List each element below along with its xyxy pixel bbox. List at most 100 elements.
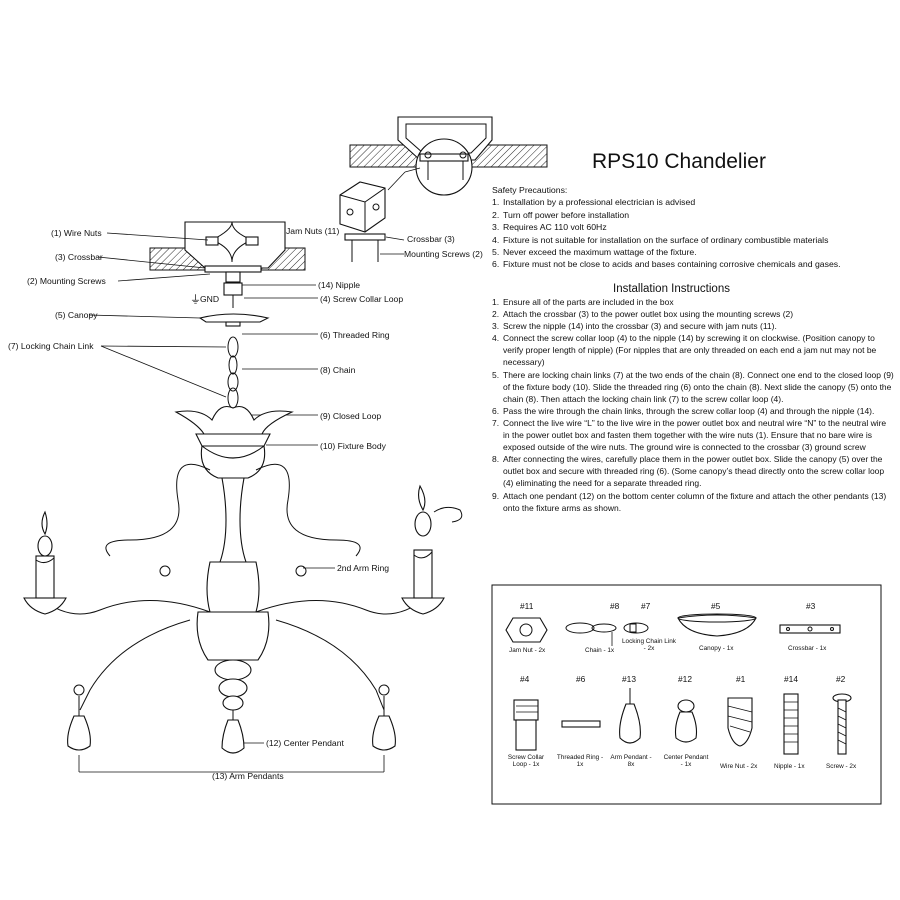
installation-step: 5.There are locking chain links (7) at t… <box>492 369 894 405</box>
safety-item-number: 4. <box>492 234 500 245</box>
installation-step-text: Attach the crossbar (3) to the power out… <box>503 309 794 320</box>
part-label-screw-collar-loop: Screw Collar Loop - 1x <box>507 754 545 768</box>
page-title: RPS10 Chandelier <box>592 150 766 173</box>
part-num-5: #5 <box>711 601 721 611</box>
ceiling-mount-detail: ⏚ GND <box>149 221 306 327</box>
ground-symbol-icon: ⏚ <box>190 293 201 306</box>
safety-item-text: Fixture must not be close to acids and b… <box>503 259 841 270</box>
installation-step-number: 3. <box>492 321 500 332</box>
callout-arm-pendants: (13) Arm Pendants <box>212 771 284 781</box>
safety-item-number: 2. <box>492 209 500 220</box>
installation-step-number: 6. <box>492 405 500 416</box>
wire-nut-icon <box>727 697 753 747</box>
nipple-icon <box>783 693 799 755</box>
chain-icon <box>565 622 617 646</box>
installation-step-number: 9. <box>492 490 500 501</box>
part-num-7: #7 <box>641 601 651 611</box>
installation-step-number: 8. <box>492 454 500 465</box>
screw-collar-loop-icon <box>513 699 539 751</box>
callout-screw-collar-loop: (4) Screw Collar Loop <box>320 294 403 304</box>
part-label-center-pendant: Center Pendant - 1x <box>663 754 709 768</box>
center-pendant-icon <box>674 699 698 743</box>
callout-center-pendant: (12) Center Pendant <box>266 738 344 748</box>
part-num-8: #8 <box>610 601 620 611</box>
callout-chain: (8) Chain <box>320 365 356 375</box>
parts-labels: #11 Jam Nut - 2x #8 Chain - 1x #7 Lockin… <box>507 601 857 770</box>
part-num-12: #12 <box>678 674 692 684</box>
callout-closed-loop: (9) Closed Loop <box>320 411 381 421</box>
installation-step-text: Attach one pendant (12) on the bottom ce… <box>503 490 887 513</box>
callout-crossbar-left: (3) Crossbar <box>55 252 103 262</box>
left-callouts: (1) Wire Nuts (3) Crossbar (2) Mounting … <box>8 228 227 398</box>
installation-step: 2.Attach the crossbar (3) to the power o… <box>492 308 894 320</box>
safety-heading: Safety Precautions: <box>492 185 568 195</box>
part-num-13: #13 <box>622 674 636 684</box>
installation-steps: 1.Ensure all of the parts are included i… <box>492 296 894 514</box>
safety-item-text: Never exceed the maximum wattage of the … <box>503 247 697 258</box>
safety-item-number: 1. <box>492 197 500 208</box>
part-num-6: #6 <box>576 674 586 684</box>
installation-step: 8.After connecting the wires, carefully … <box>492 453 894 489</box>
outlet-box-detail: Crossbar (3) Mounting Screws (2) <box>339 116 548 262</box>
installation-step-number: 1. <box>492 297 500 307</box>
installation-instructions: 1.Ensure all of the parts are included i… <box>492 296 894 514</box>
part-label-wire-nut: Wire Nut - 2x <box>720 763 758 770</box>
installation-step-number: 7. <box>492 417 500 428</box>
installation-step: 6.Pass the wire through the chain links,… <box>492 405 894 417</box>
callout-fixture-body: (10) Fixture Body <box>320 441 387 451</box>
gnd-label: GND <box>200 294 219 304</box>
locking-chain-link-icon <box>623 622 649 634</box>
part-label-canopy: Canopy - 1x <box>699 645 734 652</box>
callout-locking-chain-link: (7) Locking Chain Link <box>8 341 94 351</box>
part-num-1: #1 <box>736 674 746 684</box>
part-label-jam-nut: Jam Nut - 2x <box>509 647 546 654</box>
safety-item: 1.Installation by a professional electri… <box>492 196 892 208</box>
part-label-arm-pendant: Arm Pendant - 8x <box>610 754 652 768</box>
callout-mounting-screws-right: Mounting Screws (2) <box>404 249 483 259</box>
part-num-14: #14 <box>784 674 798 684</box>
installation-step-number: 5. <box>492 369 500 380</box>
safety-item: 5.Never exceed the maximum wattage of th… <box>492 246 892 258</box>
safety-item-number: 6. <box>492 259 500 270</box>
installation-step-text: Ensure all of the parts are included in … <box>503 297 674 307</box>
installation-step-text: Connect the live wire “L” to the live wi… <box>503 417 887 453</box>
installation-step: 7.Connect the live wire “L” to the live … <box>492 417 894 453</box>
installation-step-text: There are locking chain links (7) at the… <box>503 369 894 404</box>
safety-item-text: Turn off power before installation <box>503 209 630 220</box>
safety-item: 6.Fixture must not be close to acids and… <box>492 258 892 270</box>
right-callouts: Jam Nuts (11) (14) Nipple (4) Screw Coll… <box>78 226 403 781</box>
part-num-11: #11 <box>520 601 534 611</box>
installation-step-text: Connect the screw collar loop (4) to the… <box>503 333 877 368</box>
installation-heading: Installation Instructions <box>613 283 730 295</box>
safety-item-number: 3. <box>492 222 500 233</box>
parts-box: #11 Jam Nut - 2x #8 Chain - 1x #7 Lockin… <box>491 584 882 805</box>
part-num-3: #3 <box>806 601 816 611</box>
callout-wire-nuts: (1) Wire Nuts <box>51 228 102 238</box>
installation-step: 1.Ensure all of the parts are included i… <box>492 296 894 308</box>
safety-precautions: Safety Precautions: 1.Installation by a … <box>492 184 892 271</box>
safety-item: 4.Fixture is not suitable for installati… <box>492 234 892 246</box>
safety-item-number: 5. <box>492 247 500 258</box>
part-num-4: #4 <box>520 674 530 684</box>
part-num-2: #2 <box>836 674 846 684</box>
chandelier <box>23 336 463 754</box>
screw-icon <box>832 693 852 755</box>
installation-step-text: Pass the wire through the chain links, t… <box>503 405 875 416</box>
safety-item: 3.Requires AC 110 volt 60Hz <box>492 221 892 233</box>
installation-step: 3.Screw the nipple (14) into the crossba… <box>492 320 894 332</box>
callout-jam-nuts: Jam Nuts (11) <box>286 226 339 236</box>
callout-canopy: (5) Canopy <box>55 310 98 320</box>
installation-step: 4.Connect the screw collar loop (4) to t… <box>492 332 894 368</box>
threaded-ring-icon <box>561 720 601 728</box>
part-label-nipple: Nipple - 1x <box>774 763 805 770</box>
part-label-locking-chain-link: Locking Chain Link - 2x <box>622 638 676 652</box>
part-label-screw: Screw - 2x <box>826 763 857 770</box>
callout-mounting-screws-left: (2) Mounting Screws <box>27 276 106 286</box>
safety-list: 1.Installation by a professional electri… <box>492 196 892 270</box>
installation-step-text: After connecting the wires, carefully pl… <box>503 454 885 489</box>
safety-item-text: Installation by a professional electrici… <box>503 197 696 208</box>
safety-item-text: Fixture is not suitable for installation… <box>503 234 829 245</box>
part-label-crossbar: Crossbar - 1x <box>788 645 827 652</box>
installation-step-number: 4. <box>492 333 500 344</box>
